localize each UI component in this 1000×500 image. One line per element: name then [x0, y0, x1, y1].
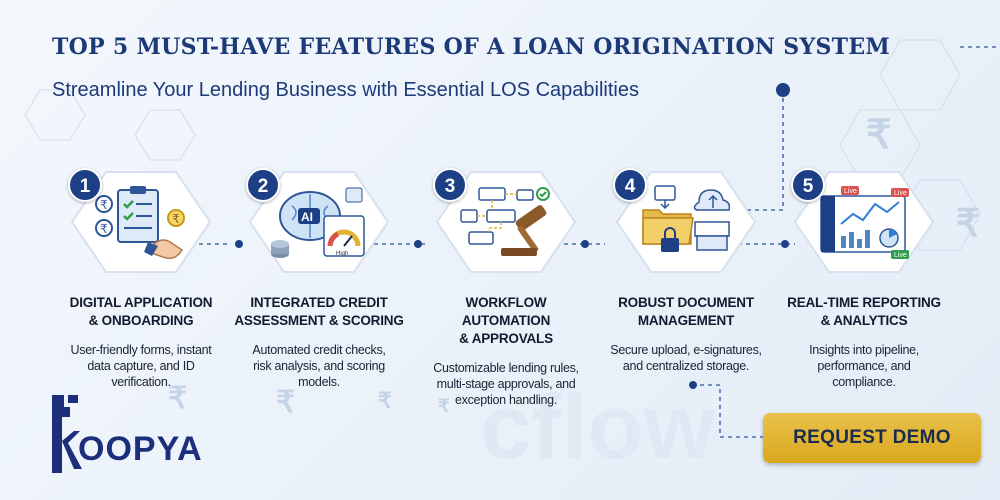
feature-number-badge: 2 — [246, 168, 280, 202]
feature-description: Automated credit checks, risk analysis, … — [252, 343, 386, 389]
feature-description: Secure upload, e-signatures, and central… — [610, 343, 762, 373]
feature-number-badge: 4 — [613, 168, 647, 202]
dashboard-analytics-icon: Live Live Live — [820, 186, 909, 259]
feature-description: Insights into pipeline, performance, and… — [809, 343, 919, 389]
ai-brain-credit-gauge-icon: AI High — [271, 187, 365, 258]
feature-number-badge: 3 — [433, 168, 467, 202]
svg-text:Live: Live — [844, 188, 857, 195]
feature-tile: AI High 2 — [246, 168, 390, 274]
svg-text:AI: AI — [301, 210, 313, 224]
svg-text:Live: Live — [894, 252, 907, 259]
feature-card-reporting-analytics: Live Live Live 5 REAL-TIME REPORTING & A… — [779, 168, 949, 390]
svg-text:₹: ₹ — [172, 212, 180, 226]
feature-number-badge: 5 — [791, 168, 825, 202]
svg-text:₹: ₹ — [378, 388, 392, 413]
svg-text:₹: ₹ — [866, 113, 891, 157]
feature-tile: ₹ ₹ ₹ 1 — [68, 168, 212, 274]
workflow-gavel-icon — [460, 187, 550, 256]
feature-card-workflow-automation: 3 WORKFLOW AUTOMATION & APPROVALS Custom… — [421, 168, 591, 408]
svg-text:High: High — [336, 251, 348, 257]
feature-title: WORKFLOW AUTOMATION & APPROVALS — [459, 295, 553, 346]
svg-text:₹: ₹ — [100, 198, 108, 212]
feature-tile: 4 — [613, 168, 757, 274]
feature-description: User-friendly forms, instant data captur… — [70, 343, 212, 389]
feature-tile: Live Live Live 5 — [791, 168, 935, 274]
feature-title: REAL-TIME REPORTING & ANALYTICS — [787, 295, 941, 328]
page-subtitle: Streamline Your Lending Business with Es… — [52, 79, 640, 101]
logo-wordmark: OOPYA — [78, 430, 203, 468]
feature-card-credit-assessment: AI High 2 INTEGRATED CREDIT ASSESSMENT &… — [234, 168, 404, 390]
feature-description: Customizable lending rules, multi-stage … — [433, 361, 579, 407]
request-demo-button[interactable]: REQUEST DEMO — [763, 413, 981, 463]
svg-text:₹: ₹ — [276, 386, 295, 419]
page-title: TOP 5 MUST-HAVE FEATURES OF A LOAN ORIGI… — [52, 34, 891, 60]
feature-title: INTEGRATED CREDIT ASSESSMENT & SCORING — [234, 295, 404, 328]
feature-card-digital-application: ₹ ₹ ₹ 1 DIGITAL APPLICATION & ONBOARDING… — [56, 168, 226, 390]
application-form-handshake-icon: ₹ ₹ ₹ — [95, 186, 185, 260]
svg-text:₹: ₹ — [956, 203, 980, 245]
svg-text:₹: ₹ — [100, 222, 108, 236]
svg-text:Live: Live — [894, 190, 907, 197]
feature-tile: 3 — [433, 168, 577, 274]
folder-cloud-lock-icon — [642, 185, 731, 252]
feature-title: ROBUST DOCUMENT MANAGEMENT — [618, 295, 754, 328]
feature-number-badge: 1 — [68, 168, 102, 202]
feature-card-document-management: 4 ROBUST DOCUMENT MANAGEMENT Secure uplo… — [601, 168, 771, 374]
roopya-logo-icon — [52, 395, 82, 473]
feature-title: DIGITAL APPLICATION & ONBOARDING — [69, 295, 213, 328]
